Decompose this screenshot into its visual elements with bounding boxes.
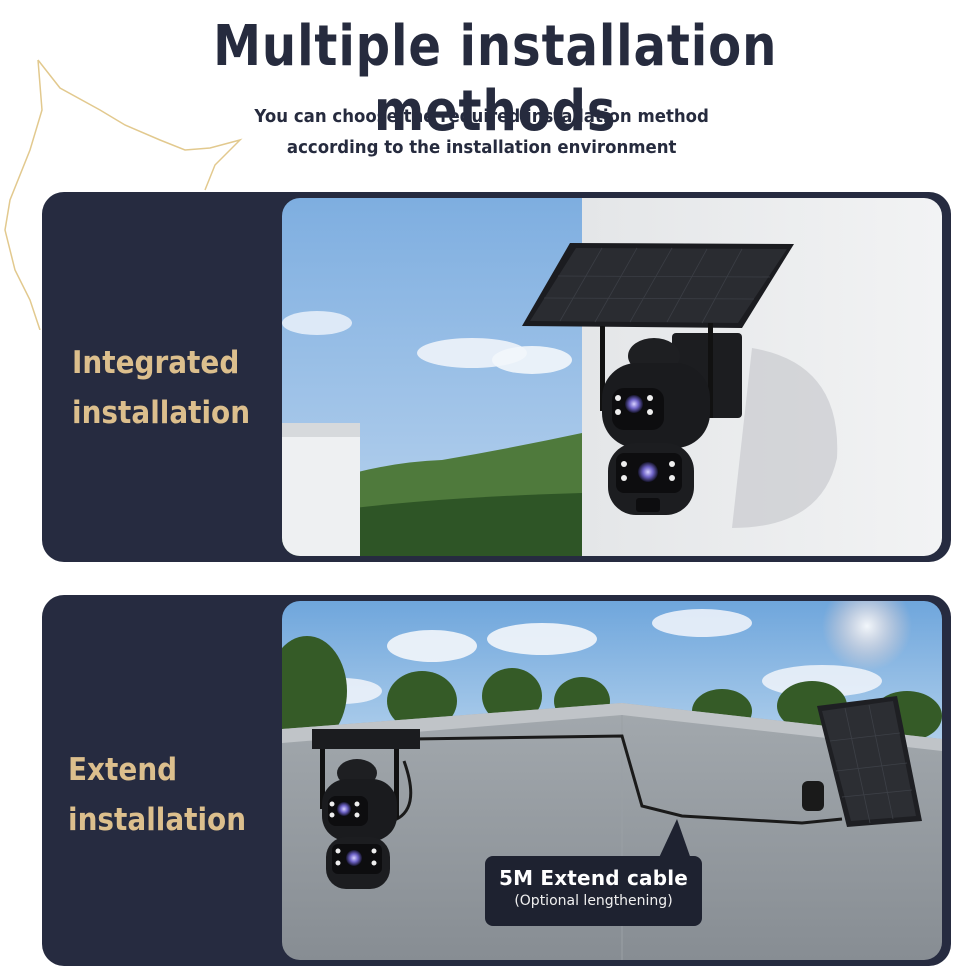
extend-cable-callout: 5M Extend cable (Optional lengthening) xyxy=(485,856,702,926)
callout-note: (Optional lengthening) xyxy=(514,893,673,909)
camera-icon xyxy=(322,759,397,889)
label-line-1: Integrated xyxy=(72,345,240,381)
subtitle-line-2: according to the installation environmen… xyxy=(286,137,677,158)
extend-installation-photo xyxy=(282,601,942,960)
label-line-2: installation xyxy=(68,802,247,838)
decorative-gold-lines xyxy=(4,59,243,330)
integrated-installation-label: Integrated installation xyxy=(72,338,250,438)
page-title: Multiple installation methods xyxy=(213,14,778,144)
label-line-2: installation xyxy=(72,395,251,431)
cable-icon xyxy=(411,734,843,825)
camera-icon xyxy=(602,338,710,515)
integrated-installation-panel: Integrated installation xyxy=(42,192,951,562)
solar-panel-icon xyxy=(522,243,794,328)
extend-installation-panel: Extend installation xyxy=(42,595,951,966)
integrated-installation-photo xyxy=(282,198,942,556)
extend-installation-label: Extend installation xyxy=(68,745,246,845)
callout-title: 5M Extend cable xyxy=(498,866,689,890)
label-line-1: Extend xyxy=(68,752,178,788)
solar-panel-icon xyxy=(802,696,922,827)
subtitle-line-1: You can choose the required installation… xyxy=(254,106,709,127)
